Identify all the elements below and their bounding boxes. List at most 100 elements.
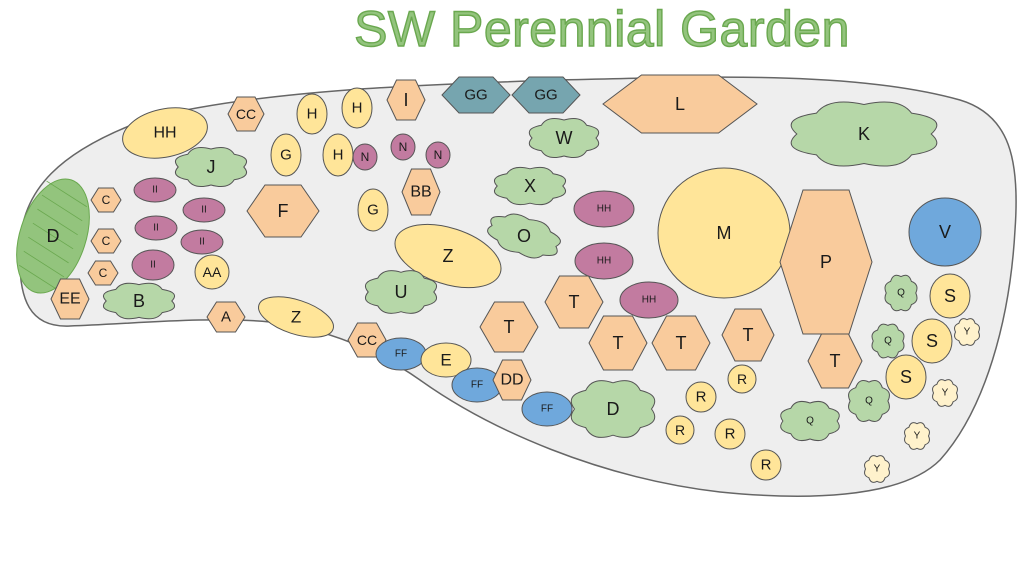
leaf-texture-line: [18, 264, 60, 292]
plant-label: II: [152, 185, 158, 196]
plant-r-67: R: [665, 415, 695, 445]
plant-label: V: [939, 222, 951, 242]
plant-label: G: [280, 147, 292, 164]
plant-label: N: [434, 148, 443, 162]
plant-shape-ellipse: [394, 223, 502, 289]
plant-label: Z: [291, 308, 301, 327]
plant-r-70: R: [750, 449, 782, 481]
plant-label: H: [307, 106, 318, 123]
plant-t-47: T: [588, 315, 648, 371]
plant-shape-hex: [227, 96, 265, 132]
plant-shape-ellipse: [270, 133, 302, 177]
plant-label: R: [737, 371, 747, 387]
plant-label: F: [278, 201, 289, 221]
plant-label: FF: [541, 404, 553, 415]
plant-label: Q: [884, 336, 892, 347]
plant-shape-ellipse: [573, 190, 635, 228]
plant-i-4: I: [386, 79, 426, 121]
plant-t-56: T: [807, 333, 863, 389]
plant-shape-hex: [544, 275, 604, 329]
plant-gg-6: GG: [511, 76, 581, 114]
plant-label: S: [944, 286, 956, 306]
plant-shape-hex: [602, 74, 758, 134]
plant-label: L: [675, 94, 685, 114]
plant-label: GG: [464, 87, 487, 104]
plant-shape-ellipse: [341, 87, 373, 129]
plant-shape-cloud: [780, 400, 840, 442]
plant-label: N: [399, 140, 408, 154]
plant-q-65: Q: [780, 400, 840, 442]
plant-aa-36: AA: [194, 254, 230, 290]
plant-label: BB: [410, 184, 431, 201]
plant-shape-ellipse: [258, 296, 334, 338]
plant-label: Y: [874, 464, 881, 475]
plant-shape-hex: [779, 189, 873, 335]
plant-h-2: H: [296, 93, 328, 135]
plant-l-7: L: [602, 74, 758, 134]
plant-shape-cloud: [954, 318, 980, 346]
plant-t-49: T: [721, 308, 775, 362]
plant-shape-ellipse: [134, 215, 178, 241]
plant-label: II: [199, 237, 205, 248]
plant-w-15: W: [528, 117, 600, 159]
plant-label: O: [517, 226, 531, 246]
plant-shape-hex: [651, 315, 711, 371]
plant-label: Y: [914, 431, 921, 442]
plant-shape-ellipse: [131, 249, 175, 281]
plant-hh-41: HH: [619, 281, 679, 319]
plant-shape-cloud: [884, 274, 918, 312]
plant-shape-hex: [511, 76, 581, 114]
plant-shape-hex: [807, 333, 863, 389]
plant-ff-54: FF: [375, 337, 427, 371]
page-title: SW Perennial Garden: [353, 0, 850, 57]
plant-label: N: [361, 150, 370, 164]
plant-label: HH: [153, 125, 176, 142]
plant-cc-1: CC: [227, 96, 265, 132]
plant-y-69: Y: [904, 422, 930, 450]
plant-shape-cloud: [871, 323, 905, 359]
plant-shape-ellipse: [521, 391, 573, 427]
plant-label: T: [830, 351, 841, 371]
plant-shape-cloud: [904, 422, 930, 450]
plant-r-68: R: [714, 418, 746, 450]
leaf-texture-line: [46, 180, 88, 208]
plant-shape-cloud: [864, 455, 890, 483]
leaf-texture-line: [23, 250, 65, 278]
plant-shape-hex: [347, 322, 387, 358]
plant-label: FF: [471, 380, 483, 391]
plant-y-52: Y: [954, 318, 980, 346]
plant-o-31: O: [487, 213, 561, 259]
plant-z-45: Z: [258, 296, 334, 338]
plant-shape-hex: [479, 301, 539, 353]
plant-label: T: [569, 292, 580, 312]
plant-shape-cloud: [570, 380, 656, 438]
plant-q-42: Q: [884, 274, 918, 312]
plant-ii-35: II: [131, 249, 175, 281]
plant-shape-cloud: [103, 282, 175, 320]
plant-label: M: [717, 223, 732, 243]
plant-label: H: [333, 147, 344, 164]
plant-hh-24: HH: [573, 190, 635, 228]
plant-shape-ellipse: [296, 93, 328, 135]
plant-q-50: Q: [871, 323, 905, 359]
plant-label: Q: [865, 396, 873, 407]
plant-gg-5: GG: [441, 76, 511, 114]
plant-shape-circle: [911, 318, 953, 364]
plant-z-32: Z: [394, 223, 502, 289]
plant-hh-0: HH: [122, 107, 208, 159]
plant-c-17: C: [90, 187, 122, 213]
plant-shape-circle: [685, 381, 717, 413]
plant-label: T: [504, 317, 515, 337]
plant-label: CC: [236, 106, 256, 122]
plant-shape-hex: [588, 315, 648, 371]
plant-label: Z: [443, 246, 454, 266]
plant-shape-circle: [194, 254, 230, 290]
leaf-texture-line: [37, 208, 78, 236]
plant-shape-hex: [386, 79, 426, 121]
plant-label: T: [676, 333, 687, 353]
plant-label: C: [102, 234, 111, 248]
plant-label: EE: [59, 291, 80, 308]
plant-s-51: S: [911, 318, 953, 364]
plant-ii-29: II: [134, 215, 178, 241]
